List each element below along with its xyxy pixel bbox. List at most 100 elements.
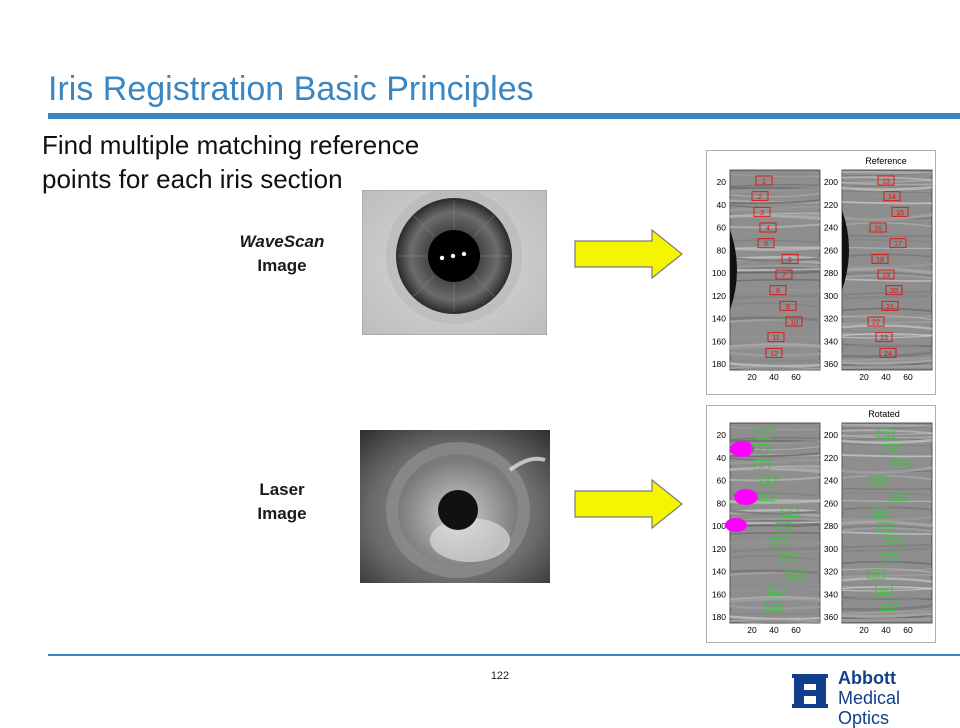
y-tick-label: 340 bbox=[824, 336, 838, 346]
wavescan-image-label: WaveScan Image bbox=[226, 230, 338, 278]
iris-texture-stroke bbox=[730, 290, 820, 291]
iris-texture-stroke bbox=[842, 452, 932, 453]
reference-point-label: 2 bbox=[758, 447, 762, 454]
reference-point-label: 9 bbox=[786, 304, 790, 311]
logo-line-1: Abbott bbox=[838, 668, 950, 688]
reference-point-label: 13 bbox=[882, 432, 890, 439]
iris-texture-stroke bbox=[842, 172, 932, 173]
iris-texture-stroke bbox=[842, 619, 932, 620]
x-tick-label: 20 bbox=[747, 625, 757, 635]
laser-eye-photo bbox=[360, 430, 550, 583]
iris-texture-stroke bbox=[842, 366, 932, 367]
logo-text: Abbott Medical Optics bbox=[838, 668, 950, 728]
reference-point-label: 5 bbox=[764, 241, 768, 248]
laser-label-line-2: Image bbox=[238, 502, 326, 526]
y-tick-label: 200 bbox=[824, 430, 838, 440]
reference-point-label: 23 bbox=[880, 335, 888, 342]
y-tick-label: 140 bbox=[712, 314, 726, 324]
wavescan-label-line-2: Image bbox=[226, 254, 338, 278]
reference-point-label: 22 bbox=[872, 320, 880, 327]
reference-title: Reference bbox=[865, 156, 907, 166]
x-tick-label: 60 bbox=[903, 372, 913, 382]
y-tick-label: 120 bbox=[712, 291, 726, 301]
y-tick-label: 100 bbox=[712, 268, 726, 278]
page-number: 122 bbox=[470, 670, 530, 682]
reference-point-label: 3 bbox=[760, 463, 764, 470]
reference-point-label: 12 bbox=[770, 351, 778, 358]
abbott-logo-icon bbox=[790, 672, 830, 710]
reference-point-label: 16 bbox=[874, 226, 882, 233]
y-tick-label: 360 bbox=[824, 359, 838, 369]
wavescan-eye-photo bbox=[362, 190, 547, 335]
y-tick-label: 80 bbox=[717, 245, 727, 255]
reference-point-label: 16 bbox=[874, 479, 882, 486]
reference-point-label: 20 bbox=[890, 541, 898, 548]
y-tick-label: 120 bbox=[712, 544, 726, 554]
y-tick-label: 240 bbox=[824, 223, 838, 233]
x-tick-label: 60 bbox=[903, 625, 913, 635]
abbott-medical-optics-logo: Abbott Medical Optics bbox=[790, 668, 950, 716]
reference-point-label: 7 bbox=[782, 526, 786, 533]
reference-point-label: 1 bbox=[762, 432, 766, 439]
iris-texture-stroke bbox=[842, 489, 932, 490]
iris-texture-stroke bbox=[730, 171, 820, 172]
reference-point-label: 17 bbox=[894, 241, 902, 248]
reference-point-label: 6 bbox=[788, 510, 792, 517]
x-tick-label: 40 bbox=[881, 625, 891, 635]
x-tick-label: 40 bbox=[769, 625, 779, 635]
y-tick-label: 140 bbox=[712, 567, 726, 577]
y-tick-label: 180 bbox=[712, 612, 726, 622]
reference-point-label: 15 bbox=[896, 463, 904, 470]
reference-point-label: 18 bbox=[876, 257, 884, 264]
slide-subtitle: Find multiple matching reference points … bbox=[42, 128, 522, 196]
reference-point-label: 21 bbox=[886, 557, 894, 564]
iris-texture-stroke bbox=[730, 543, 820, 544]
y-tick-label: 240 bbox=[824, 476, 838, 486]
reference-point-label: 12 bbox=[770, 604, 778, 611]
y-tick-label: 80 bbox=[717, 498, 727, 508]
y-tick-label: 260 bbox=[824, 498, 838, 508]
footer-divider bbox=[48, 654, 960, 656]
reference-point-label: 6 bbox=[788, 257, 792, 264]
reference-point-label: 10 bbox=[790, 320, 798, 327]
y-tick-label: 100 bbox=[712, 521, 726, 531]
subtitle-line-1: Find multiple matching reference bbox=[42, 128, 522, 162]
reference-point-label: 4 bbox=[766, 479, 770, 486]
reference-point-label: 24 bbox=[884, 604, 892, 611]
x-tick-label: 20 bbox=[747, 372, 757, 382]
right-arrow-icon bbox=[574, 479, 684, 529]
x-tick-label: 40 bbox=[881, 372, 891, 382]
iris-texture-stroke bbox=[730, 424, 820, 425]
reference-point-label: 20 bbox=[890, 288, 898, 295]
x-tick-label: 20 bbox=[859, 372, 869, 382]
reference-point-label: 21 bbox=[886, 304, 894, 311]
reference-point-label: 8 bbox=[776, 541, 780, 548]
y-tick-label: 300 bbox=[824, 291, 838, 301]
y-tick-label: 200 bbox=[824, 177, 838, 187]
y-tick-label: 220 bbox=[824, 453, 838, 463]
reference-point-label: 17 bbox=[894, 494, 902, 501]
reference-point-label: 14 bbox=[888, 447, 896, 454]
reference-point-label: 23 bbox=[880, 588, 888, 595]
y-tick-label: 260 bbox=[824, 245, 838, 255]
y-tick-label: 340 bbox=[824, 589, 838, 599]
reference-point-label: 8 bbox=[776, 288, 780, 295]
y-tick-label: 220 bbox=[824, 200, 838, 210]
reference-point-label: 1 bbox=[762, 179, 766, 186]
y-tick-label: 360 bbox=[824, 612, 838, 622]
y-tick-label: 40 bbox=[717, 453, 727, 463]
iris-texture-stroke bbox=[842, 236, 932, 237]
reference-point-label: 11 bbox=[772, 588, 779, 595]
y-tick-label: 160 bbox=[712, 336, 726, 346]
iris-texture-stroke bbox=[842, 425, 932, 426]
y-tick-label: 180 bbox=[712, 359, 726, 369]
reference-point-label: 2 bbox=[758, 194, 762, 201]
reference-point-label: 4 bbox=[766, 226, 770, 233]
reference-point-label: 19 bbox=[882, 526, 890, 533]
y-tick-label: 40 bbox=[717, 200, 727, 210]
laser-image-label: Laser Image bbox=[238, 478, 326, 526]
title-underline bbox=[48, 113, 960, 119]
